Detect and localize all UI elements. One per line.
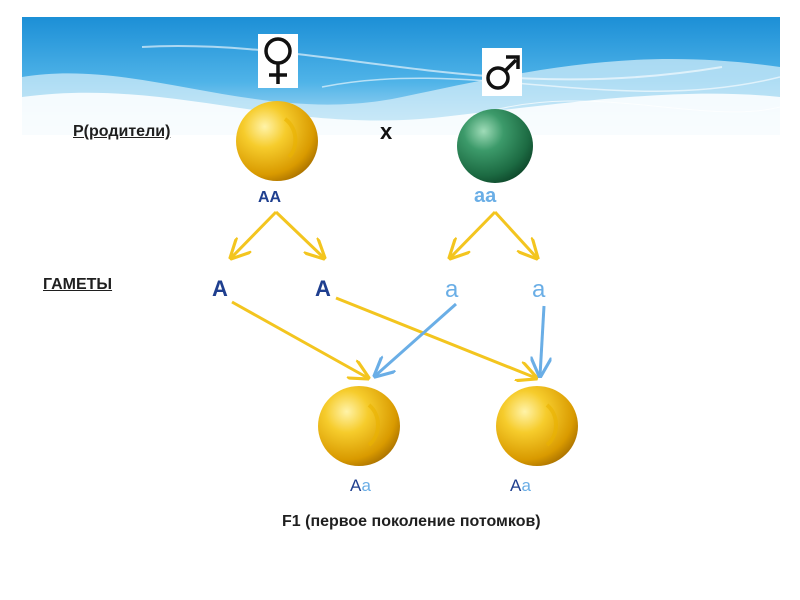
gametes-label: ГАМЕТЫ [43,276,113,293]
cross-sign: х [380,119,393,144]
f1-genotype-1-recessive: а [361,476,371,495]
male-genotype: аа [474,185,497,207]
male-gamete-2: а [532,276,546,303]
f1-caption: F1 (первое поколение потомков) [282,513,541,530]
f1-genotype-2: Аа [510,476,531,496]
female-gamete-2: А [315,276,331,301]
male-symbol-box [482,48,522,96]
parent-male-green-pea [457,109,533,183]
parent-female-yellow-pea [236,101,318,181]
arrow-male-gamete-1 [450,210,497,258]
arrow-female-gamete-2 [274,210,324,258]
sky-wave-banner [22,17,780,135]
f1-genotype-1: Аа [350,476,371,496]
f1-pea-1 [318,386,400,466]
f1-genotype-1-dominant: А [350,476,362,495]
arrow-gamete-A1-to-f1-1 [231,300,368,378]
female-symbol-icon [264,37,292,84]
arrow-gamete-A2-to-f1-2 [335,296,536,378]
arrow-gamete-a1-to-f1-1 [375,302,457,376]
f1-genotype-2-recessive: а [521,476,531,495]
parents-label: Р(родители) [73,123,171,140]
arrow-gamete-a2-to-f1-2 [540,305,544,376]
male-gamete-1: а [445,276,459,303]
f1-genotype-2-dominant: А [510,476,522,495]
arrow-male-gamete-2 [493,210,537,258]
female-genotype: АА [258,189,282,206]
female-gamete-1: А [212,276,228,301]
male-symbol-icon [486,55,520,90]
arrow-female-gamete-1 [231,210,278,258]
f1-pea-2 [496,386,578,466]
female-symbol-box [258,34,298,88]
